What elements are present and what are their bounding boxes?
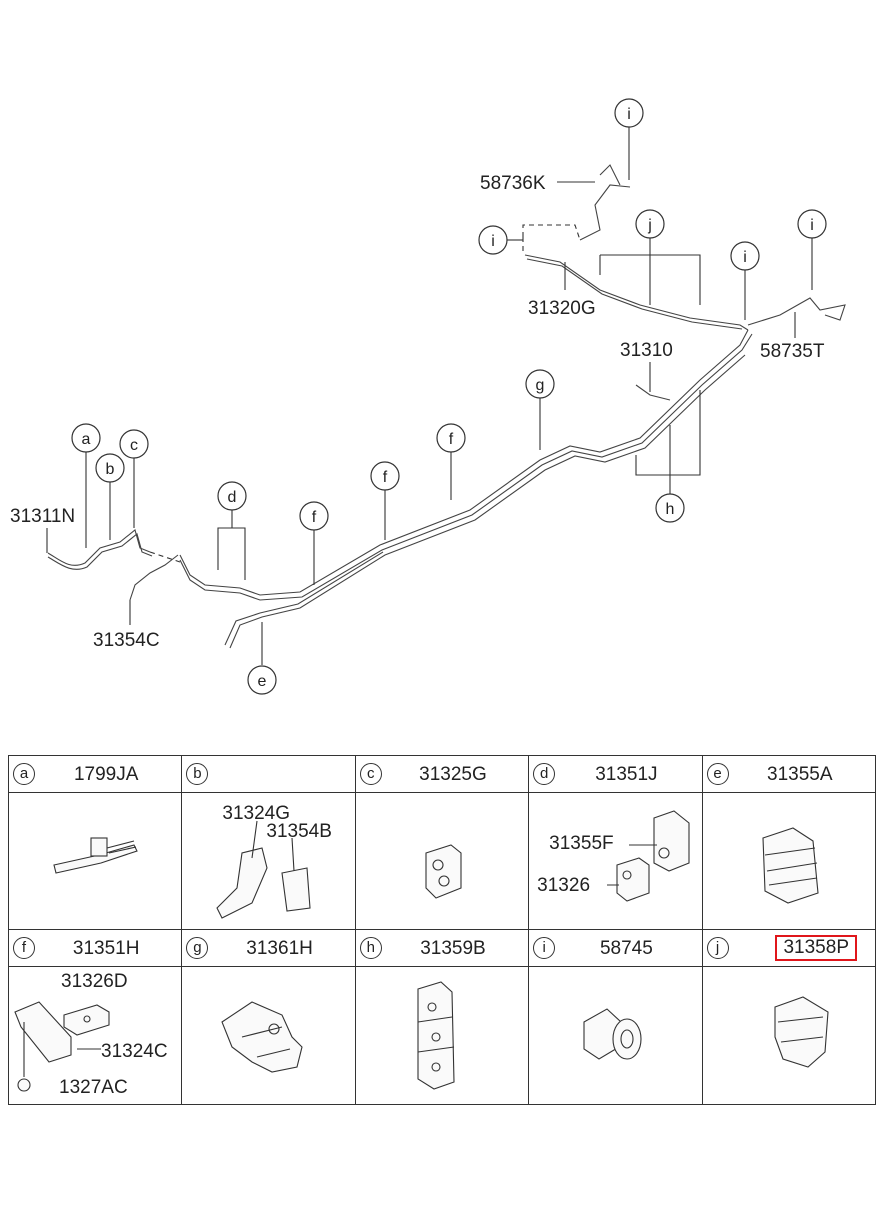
label-31310: 31310 bbox=[620, 340, 673, 361]
bracket-clip-drawing bbox=[216, 820, 311, 919]
cell-h bbox=[354, 966, 530, 1105]
callout-d: d bbox=[217, 481, 247, 511]
callout-brackets bbox=[217, 224, 701, 580]
callout-b: b bbox=[95, 453, 125, 483]
cell-d: 31355F 31326 bbox=[528, 791, 703, 931]
svg-text:f: f bbox=[383, 469, 388, 486]
leader-lines bbox=[46, 127, 813, 665]
svg-text:e: e bbox=[258, 673, 267, 690]
svg-text:j: j bbox=[647, 217, 652, 234]
grommet-58745-drawing bbox=[583, 1008, 642, 1060]
clip-31359B-drawing bbox=[417, 981, 455, 1090]
cell-i bbox=[528, 966, 703, 1105]
cell-b: 31324G 31354B bbox=[181, 791, 356, 931]
svg-text:i: i bbox=[810, 217, 814, 234]
svg-text:a: a bbox=[82, 431, 91, 448]
svg-text:i: i bbox=[743, 249, 747, 266]
svg-text:d: d bbox=[228, 489, 237, 506]
fuel-line-diagram: i i j i i g f f f h d a bbox=[10, 98, 846, 695]
clip-31361H-drawing bbox=[221, 1001, 303, 1073]
callout-g: g bbox=[525, 369, 555, 399]
label-31320G: 31320G bbox=[528, 298, 596, 319]
callout-c: c bbox=[119, 429, 149, 459]
callout-f-left: f bbox=[299, 501, 329, 531]
callout-f-mid: f bbox=[370, 461, 400, 491]
cell-g bbox=[181, 966, 356, 1105]
svg-text:f: f bbox=[312, 509, 317, 526]
label-58736K: 58736K bbox=[480, 173, 546, 194]
svg-text:i: i bbox=[491, 233, 495, 250]
cell-header-b: b bbox=[181, 755, 356, 793]
clip-31325G-drawing bbox=[425, 843, 462, 899]
callout-j: j bbox=[635, 209, 665, 239]
svg-text:i: i bbox=[627, 106, 631, 123]
highlighted-part-number: 31358P bbox=[775, 935, 857, 962]
callout-f-right: f bbox=[436, 423, 466, 453]
callout-i-left: i bbox=[478, 225, 508, 255]
svg-text:c: c bbox=[130, 437, 138, 454]
label-31311N: 31311N bbox=[10, 506, 75, 527]
clip-31351J-drawing bbox=[607, 809, 690, 902]
svg-text:b: b bbox=[106, 461, 115, 478]
cell-a bbox=[7, 791, 183, 931]
callout-h: h bbox=[655, 493, 685, 523]
cell-j bbox=[701, 966, 877, 1105]
fuel-pipes bbox=[47, 164, 846, 649]
label-58735T: 58735T bbox=[760, 341, 825, 362]
callout-i-top: i bbox=[614, 98, 644, 128]
callout-e: e bbox=[247, 665, 277, 695]
cable-tie-drawing bbox=[53, 836, 138, 874]
cell-c bbox=[354, 791, 530, 931]
bracket-31351H-drawing bbox=[14, 1001, 110, 1092]
callout-a: a bbox=[71, 423, 101, 453]
callout-i-mid: i bbox=[730, 241, 760, 271]
cell-e bbox=[701, 791, 877, 931]
cell-f: 31326D 31324C 1327AC bbox=[7, 966, 183, 1105]
svg-text:f: f bbox=[449, 431, 454, 448]
callout-i-right: i bbox=[797, 209, 827, 239]
clip-31355A-drawing bbox=[761, 826, 819, 904]
clip-31358P-drawing bbox=[774, 996, 829, 1068]
svg-text:g: g bbox=[536, 377, 545, 394]
svg-text:h: h bbox=[666, 501, 675, 518]
label-31354C: 31354C bbox=[93, 630, 160, 651]
